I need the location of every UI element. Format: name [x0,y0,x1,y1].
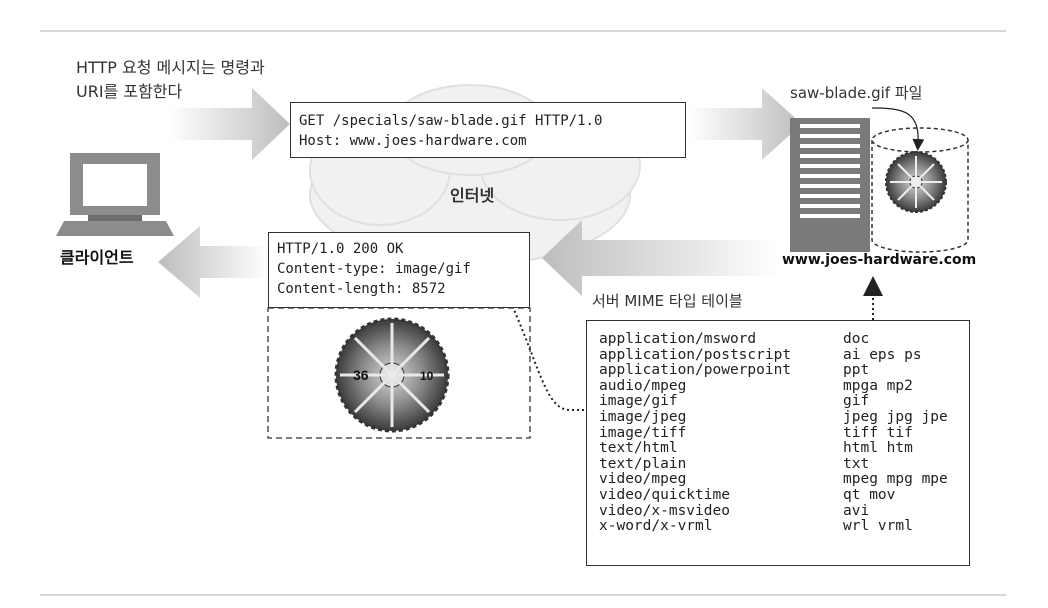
request-caption-line2: URI를 포함한다 [76,80,265,104]
response-line-2: Content-type: image/gif [277,259,529,279]
blade-size-text: 10 [420,369,434,383]
server-icon [790,118,870,252]
saw-blade-icon [886,152,946,212]
mime-type-cell: x-word/x-vrml [599,516,713,536]
mime-extension-cell: wrl vrml [843,516,913,536]
request-message-box: GET /specials/saw-blade.gif HTTP/1.0 Hos… [290,102,686,158]
request-caption-line1: HTTP 요청 메시지는 명령과 [76,56,265,80]
response-saw-blade-icon: 36 10 [336,319,448,431]
blade-teeth-text: 36 [353,367,369,383]
request-line-2: Host: www.joes-hardware.com [299,131,685,151]
response-arrow-right [542,220,780,296]
internet-label: 인터넷 [450,182,494,206]
response-line-1: HTTP/1.0 200 OK [277,239,529,259]
request-caption: HTTP 요청 메시지는 명령과 URI를 포함한다 [76,56,265,104]
response-message-box: HTTP/1.0 200 OK Content-type: image/gif … [268,232,530,308]
computer-icon [56,153,174,236]
response-arrow-left [158,226,268,298]
file-label: saw-blade.gif 파일 [790,82,922,103]
response-line-3: Content-length: 8572 [277,279,529,299]
server-host-label: www.joes-hardware.com [782,252,976,268]
request-arrow-right [690,88,802,160]
request-line-1: GET /specials/saw-blade.gif HTTP/1.0 [299,111,685,131]
mime-table-title: 서버 MIME 타입 테이블 [592,290,743,311]
client-label: 클라이언트 [60,244,134,268]
